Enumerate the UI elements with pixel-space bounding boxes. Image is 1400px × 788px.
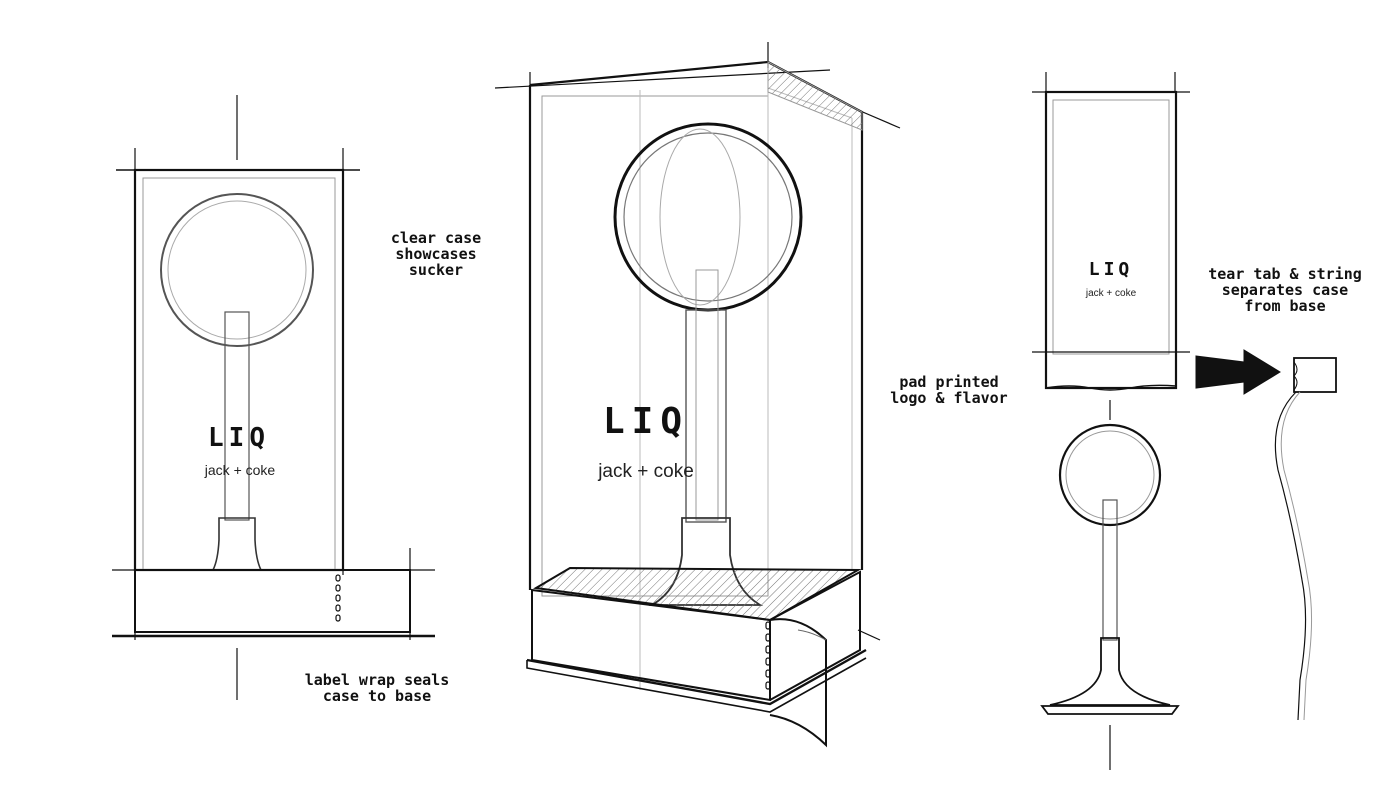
annotation-clear-case: clear case showcases sucker [390, 229, 482, 279]
annotation-label-wrap: label wrap seals case to base [304, 671, 450, 705]
front-brand-label: LIQ [208, 423, 270, 453]
perspective-brand-label: LIQ [603, 401, 689, 442]
exploded-view [1032, 72, 1337, 770]
front-view [112, 95, 435, 700]
exploded-brand-label: LIQ [1089, 259, 1134, 280]
perspective-flavor-label: jack + coke [597, 461, 694, 482]
annotation-pad-printed: pad printed logo & flavor [890, 373, 1008, 407]
annotation-tear-tab: tear tab & string separates case from ba… [1208, 265, 1362, 315]
perspective-view [494, 42, 901, 748]
front-flavor-label: jack + coke [204, 462, 276, 478]
exploded-flavor-label: jack + coke [1085, 288, 1137, 299]
